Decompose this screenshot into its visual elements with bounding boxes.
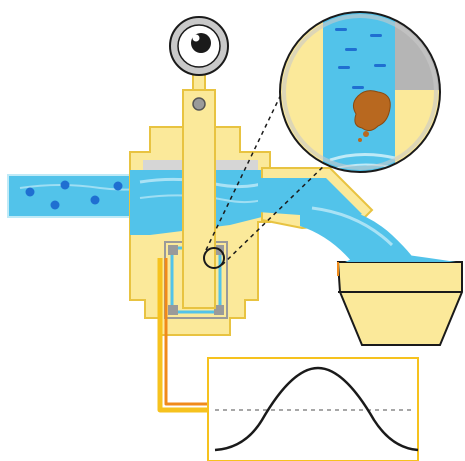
eye-icon <box>169 16 229 76</box>
magnifier-callout <box>279 11 441 173</box>
callout-lines <box>205 54 331 266</box>
signal-peak-curve <box>214 366 419 452</box>
waveform-plot <box>207 357 419 461</box>
contaminant-particle <box>352 90 391 132</box>
inspection-point <box>203 247 225 269</box>
valve-stem <box>182 69 216 309</box>
signal-wire <box>157 258 210 413</box>
collection-bin <box>336 253 463 346</box>
outlet-spout <box>258 167 416 262</box>
